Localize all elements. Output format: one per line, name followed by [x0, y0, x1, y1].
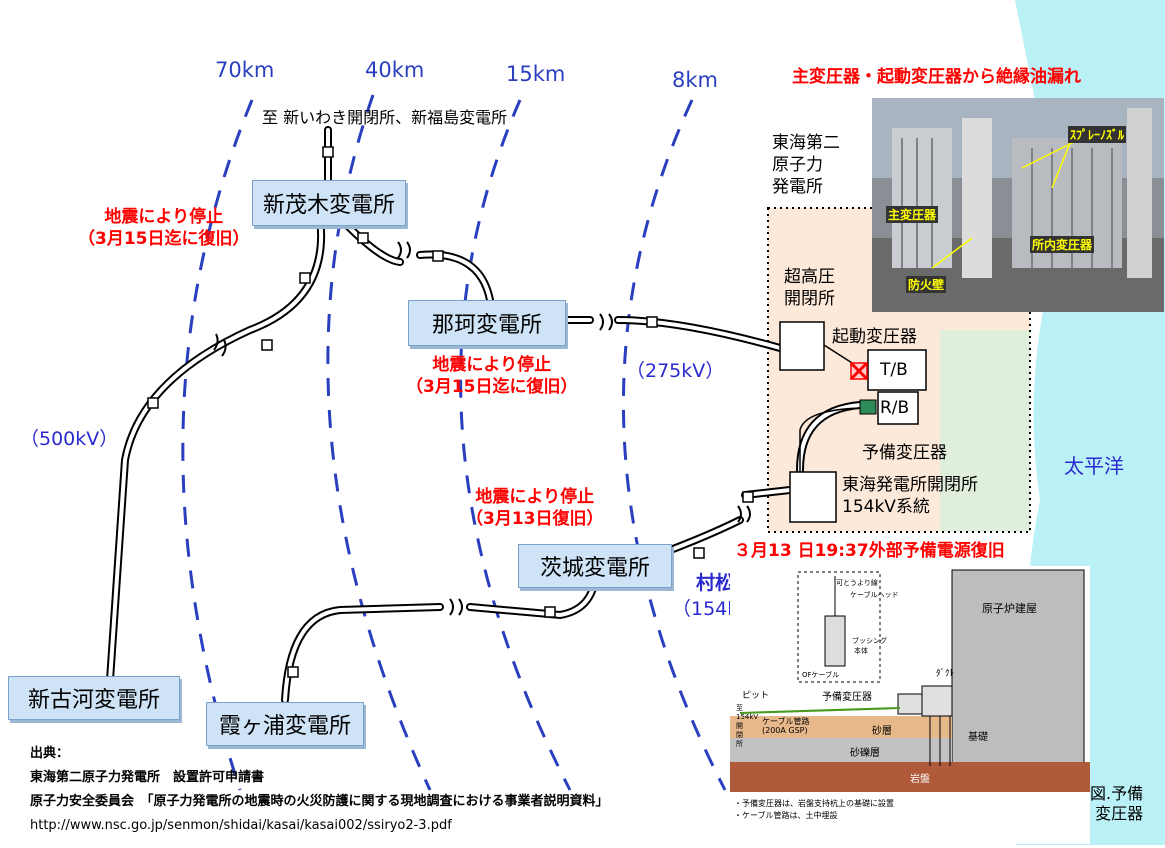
inset-to-switchyard: 至 154kV 開 閉 所	[736, 704, 760, 749]
stop-label-shinmogi: 地震により停止 （3月15日迄に復旧）	[78, 206, 250, 250]
inset-caption-line: 変圧器	[1090, 804, 1143, 824]
tokai-switch-box	[790, 472, 836, 522]
inset-note-line: ・予備変圧器は、岩盤支持杭上の基礎に設置	[734, 798, 894, 810]
source-block: 出典： 東海第二原子力発電所 設置許可申請書 原子力安全委員会 「原子力発電所の…	[30, 742, 609, 838]
distance-label-70km: 70km	[215, 58, 274, 82]
station-shinmogi: 新茂木変電所	[252, 180, 406, 226]
startup-transformer-box	[780, 322, 824, 370]
tb-label: T/B	[880, 360, 908, 380]
arc-15km	[461, 100, 570, 790]
tokai-switchyard-line: 154kV系統	[842, 496, 978, 518]
plant-name-line: 東海第二	[772, 132, 840, 154]
inset-body: 本体	[854, 646, 868, 656]
tokai-switchyard-label: 東海発電所開閉所 154kV系統	[842, 474, 978, 518]
inset-reactor-building: 原子炉建屋	[982, 600, 1037, 616]
oil-leak-headline: 主変圧器・起動変圧器から絶縁油漏れ	[792, 66, 1081, 88]
distance-label-40km: 40km	[365, 58, 424, 82]
arc-70km	[183, 100, 252, 790]
inset-note-line: ・ケーブル管路は、土中埋設	[734, 810, 894, 822]
inset-figure: 原子炉建屋 ﾀﾞｸﾄ ピット 予備変圧器 可とうより線 ケーブルヘッド ブッシン…	[730, 566, 1090, 844]
source-line: 東海第二原子力発電所 設置許可申請書	[30, 766, 609, 790]
inset-duct: ﾀﾞｸﾄ	[936, 666, 954, 679]
inset-foundation: 基礎	[968, 728, 988, 743]
recovery-note: ３月13 日19:37外部予備電源復旧	[734, 540, 1005, 562]
stop-label-line: （3月13日復旧）	[466, 508, 604, 530]
inset-conduit-spec: (200A GSP)	[762, 726, 808, 735]
stop-label-line: （3月15日迄に復旧）	[406, 376, 578, 398]
stop-label-line: 地震により停止	[466, 486, 604, 508]
inset-overhead: 可とうより線	[836, 578, 878, 588]
inset-to-switch-text: 所	[736, 740, 743, 748]
inset-to-switch-text: 154kV	[736, 713, 758, 721]
standby-transformer-label: 予備変圧器	[862, 438, 947, 463]
source-heading: 出典：	[30, 742, 609, 766]
station-ibaraki: 茨城変電所	[518, 544, 672, 588]
photo-label-firewall: 防火壁	[906, 276, 946, 293]
source-line: 原子力安全委員会 「原子力発電所の地震時の火災防護に関する現地調査における事業者…	[30, 790, 609, 814]
startup-transformer-label: 起動変圧器	[832, 322, 917, 347]
inset-to-switch-text: 至	[736, 704, 743, 712]
inset-gravel: 砂礫層	[850, 744, 880, 759]
stop-label-line: 地震により停止	[78, 206, 250, 228]
photo-label-house: 所内変圧器	[1030, 236, 1094, 253]
photo-label-main: 主変圧器	[886, 206, 938, 223]
inset-caption: 図.予備 変圧器	[1090, 784, 1143, 824]
stop-label-naka: 地震により停止 （3月15日迄に復旧）	[406, 354, 578, 398]
plant-name-line: 原子力	[772, 154, 840, 176]
photo-label-spray: ｽﾌﾟﾚｰﾉｽﾞﾙ	[1068, 126, 1126, 143]
switchyard-line: 開閉所	[784, 288, 835, 310]
source-url[interactable]: http://www.nsc.go.jp/senmon/shidai/kasai…	[30, 814, 609, 838]
inset-standby: 予備変圧器	[822, 688, 872, 703]
tokai-switchyard-line: 東海発電所開閉所	[842, 474, 978, 496]
distance-label-8km: 8km	[672, 68, 718, 92]
plant-name: 東海第二 原子力 発電所	[772, 132, 840, 198]
pacific-label: 太平洋	[1064, 450, 1124, 479]
inset-to-switch-text: 開	[736, 722, 743, 730]
inset-cable-head: ケーブルヘッド	[850, 590, 899, 600]
distance-label-15km: 15km	[506, 62, 565, 86]
inset-caption-line: 図.予備	[1090, 784, 1143, 804]
voltage-500kv: （500kV）	[20, 424, 118, 451]
stop-label-ibaraki: 地震により停止 （3月13日復旧）	[466, 486, 604, 530]
inset-of-cable: OFケーブル	[802, 670, 839, 680]
plant-name-line: 発電所	[772, 176, 840, 198]
inset-to-switch-text: 閉	[736, 731, 743, 739]
inset-notes: ・予備変圧器は、岩盤支持杭上の基礎に設置 ・ケーブル管路は、土中埋設	[734, 798, 894, 822]
inset-sand: 砂層	[872, 722, 892, 737]
station-naka: 那珂変電所	[408, 300, 566, 346]
standby-connection-marker	[860, 400, 876, 414]
arc-8km	[623, 100, 725, 790]
stop-label-line: 地震により停止	[406, 354, 578, 376]
switchyard-line: 超高圧	[784, 266, 835, 288]
inset-bushing: ブッシング	[852, 636, 887, 646]
stop-label-line: （3月15日迄に復旧）	[78, 228, 250, 250]
station-kasumigaura: 霞ヶ浦変電所	[206, 702, 364, 746]
transformer-photo: ｽﾌﾟﾚｰﾉｽﾞﾙ 主変圧器 所内変圧器 防火壁	[872, 98, 1164, 312]
inset-pit: ピット	[742, 688, 769, 701]
voltage-275kv: （275kV）	[626, 356, 724, 383]
top-destination-note: 至 新いわき開閉所、新福島変電所	[262, 104, 507, 128]
inset-bedrock: 岩盤	[910, 770, 930, 785]
switchyard-label: 超高圧 開閉所	[784, 266, 835, 310]
rb-label: R/B	[880, 398, 909, 418]
station-shinkoga: 新古河変電所	[8, 676, 180, 720]
